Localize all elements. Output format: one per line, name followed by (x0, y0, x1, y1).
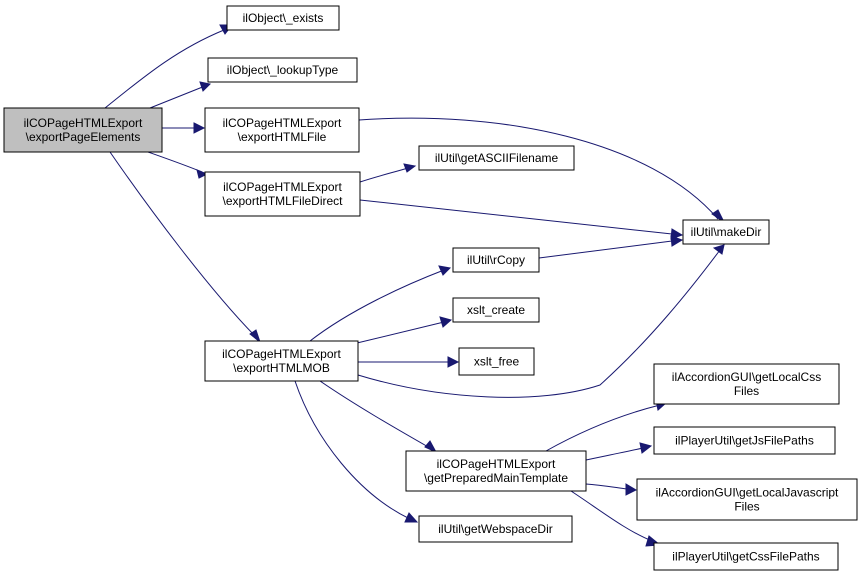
arrowhead-root-to-exportHTMLMOB (249, 329, 262, 344)
node-label: ilPlayerUtil\getJsFilePaths (675, 434, 814, 448)
node-getWebspace[interactable]: ilUtil\getWebspaceDir (418, 515, 573, 543)
arrowhead-getPrepared-to-jsPaths (639, 442, 653, 454)
node-label: Files (734, 500, 759, 514)
edge-exportHTMLFileDirect-to-makeDir (359, 199, 673, 235)
edge-exportHTMLMOB-to-getPrepared (319, 380, 431, 449)
node-box[interactable] (418, 515, 573, 543)
node-box[interactable] (204, 340, 359, 382)
edge-exportHTMLFile-to-makeDir (358, 117, 719, 220)
edge-getPrepared-to-jsPaths (585, 447, 644, 461)
node-xsltFree[interactable]: xslt_free (458, 347, 535, 376)
arrowhead-root-to-exportHTMLFileDirect (196, 169, 209, 179)
node-box[interactable] (405, 450, 587, 492)
node-label: ilCOPageHTMLExport (223, 116, 342, 130)
node-label: xslt_free (474, 355, 520, 369)
node-getPrepared[interactable]: ilCOPageHTMLExport\getPreparedMainTempla… (405, 450, 587, 492)
node-box[interactable] (204, 171, 361, 217)
node-label: ilCOPageHTMLExport (223, 180, 342, 194)
arrowhead-exportHTMLMOB-to-getWebspace (404, 512, 419, 523)
node-box[interactable] (458, 347, 535, 376)
node-box[interactable] (653, 363, 840, 405)
node-label: ilObject\_exists (243, 11, 324, 25)
node-label: ilUtil\makeDir (691, 225, 762, 239)
arrowhead-root-to-exportHTMLFile (193, 122, 206, 134)
edge-getPrepared-to-accCss (545, 404, 661, 452)
node-lookup[interactable]: ilObject\_lookupType (207, 57, 358, 83)
node-box[interactable] (682, 219, 770, 245)
node-label: ilUtil\getASCIIFilename (435, 151, 559, 165)
node-exportHTMLMOB[interactable]: ilCOPageHTMLExport\exportHTMLMOB (204, 340, 359, 382)
arrowhead-getPrepared-to-accJs (625, 483, 638, 496)
node-exportHTMLFile[interactable]: ilCOPageHTMLExport\exportHTMLFile (204, 107, 360, 153)
arrowhead-exportHTMLMOB-to-rCopy (438, 265, 452, 276)
node-label: ilCOPageHTMLExport (222, 347, 341, 361)
node-label: ilCOPageHTMLExport (24, 116, 143, 130)
node-box[interactable] (653, 542, 839, 571)
arrowhead-root-to-lookup (199, 81, 212, 92)
arrowhead-rCopy-to-makeDir (670, 235, 684, 247)
node-box[interactable] (226, 5, 340, 31)
node-label: ilUtil\rCopy (467, 253, 525, 267)
node-cssPaths[interactable]: ilPlayerUtil\getCssFilePaths (653, 542, 839, 571)
edge-exportHTMLMOB-to-xsltCreate (356, 321, 445, 344)
node-xsltCreate[interactable]: xslt_create (452, 297, 540, 323)
edge-rCopy-to-makeDir (538, 240, 673, 259)
node-label: \exportHTMLFile (238, 130, 327, 144)
node-label: Files (734, 384, 759, 398)
node-label: \getPreparedMainTemplate (424, 471, 568, 485)
arrowhead-exportHTMLFileDirect-to-getASCII (403, 163, 417, 173)
node-label: ilAccordionGUI\getLocalCss (672, 370, 821, 384)
node-box[interactable] (204, 107, 360, 153)
node-getASCII[interactable]: ilUtil\getASCIIFilename (418, 145, 575, 171)
node-label: ilPlayerUtil\getCssFilePaths (672, 550, 819, 564)
edge-root-to-exportHTMLMOB (109, 151, 256, 337)
node-box[interactable] (452, 247, 540, 273)
edge-root-to-exists (104, 29, 225, 109)
node-box[interactable] (653, 426, 836, 455)
edges-layer (104, 24, 726, 547)
edge-root-to-exportHTMLFileDirect (147, 151, 203, 173)
node-exists[interactable]: ilObject\_exists (226, 5, 340, 31)
edge-exportHTMLMOB-to-getWebspace (294, 380, 411, 520)
nodes-layer: ilCOPageHTMLExport\exportPageElementsilO… (3, 5, 858, 571)
node-label: \exportPageElements (26, 130, 141, 144)
node-box[interactable] (452, 297, 540, 323)
node-box[interactable] (636, 478, 858, 521)
arrowhead-exportHTMLMOB-to-getPrepared (424, 440, 438, 454)
node-box[interactable] (207, 57, 358, 83)
edge-exportHTMLMOB-to-rCopy (309, 269, 445, 342)
node-makeDir[interactable]: ilUtil\makeDir (682, 219, 770, 245)
arrowhead-exportHTMLMOB-to-xsltCreate (439, 316, 453, 328)
node-box[interactable] (3, 107, 163, 153)
node-box[interactable] (418, 145, 575, 171)
node-label: \exportHTMLMOB (233, 361, 330, 375)
node-root[interactable]: ilCOPageHTMLExport\exportPageElements (3, 107, 163, 153)
node-exportHTMLFileDirect[interactable]: ilCOPageHTMLExport\exportHTMLFileDirect (204, 171, 361, 217)
arrowhead-exportHTMLMOB-to-xsltFree (447, 356, 460, 368)
arrowhead-exportHTMLFile-to-makeDir (711, 209, 726, 224)
node-label: ilCOPageHTMLExport (437, 457, 556, 471)
node-label: ilUtil\getWebspaceDir (438, 522, 553, 536)
edge-exportHTMLMOB-to-makeDir (357, 249, 721, 398)
edge-exportHTMLFileDirect-to-getASCII (359, 167, 409, 183)
node-rCopy[interactable]: ilUtil\rCopy (452, 247, 540, 273)
node-label: ilAccordionGUI\getLocalJavascript (656, 486, 839, 500)
node-label: \exportHTMLFileDirect (222, 194, 343, 208)
node-jsPaths[interactable]: ilPlayerUtil\getJsFilePaths (653, 426, 836, 455)
node-label: ilObject\_lookupType (227, 63, 339, 77)
arrowhead-exportHTMLMOB-to-makeDir (712, 244, 725, 255)
edge-getPrepared-to-cssPaths (570, 490, 653, 542)
edge-getPrepared-to-accJs (585, 483, 628, 490)
edge-root-to-lookup (149, 85, 206, 109)
node-label: xslt_create (467, 303, 525, 317)
